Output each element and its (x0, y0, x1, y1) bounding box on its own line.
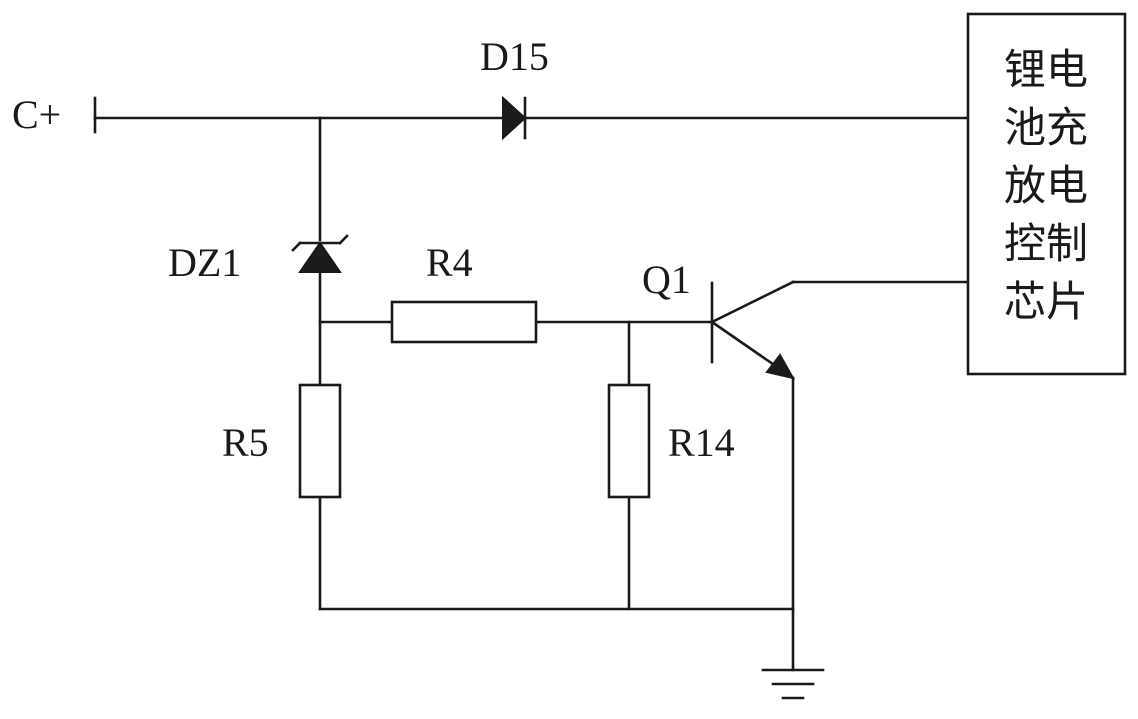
resistor-r4-label: R4 (426, 240, 473, 285)
c-plus-label: C+ (12, 92, 61, 137)
chip-label-line-2: 池充 (1004, 103, 1088, 152)
resistor-r5: R5 (222, 383, 342, 499)
chip-label-line-5: 芯片 (1004, 277, 1088, 326)
c-plus-terminal: C+ (12, 92, 97, 137)
control-chip: 锂电 池充 放电 控制 芯片 (966, 12, 1127, 376)
chip-label-line-4: 控制 (1004, 219, 1088, 268)
transistor-q1: Q1 (642, 257, 795, 380)
resistor-r4: R4 (390, 240, 538, 344)
resistor-r14: R14 (607, 383, 735, 499)
zener-dz1-label: DZ1 (168, 240, 241, 285)
diode-d15: D15 (480, 34, 549, 141)
transistor-q1-label: Q1 (642, 257, 691, 302)
resistor-r14-label: R14 (668, 420, 735, 465)
resistor-r5-label: R5 (222, 420, 269, 465)
chip-label-line-1: 锂电 (1004, 45, 1088, 94)
diode-d15-label: D15 (480, 34, 549, 79)
chip-label-line-3: 放电 (1004, 161, 1088, 210)
zener-dz1: DZ1 (168, 234, 349, 285)
ground-icon (761, 668, 825, 700)
